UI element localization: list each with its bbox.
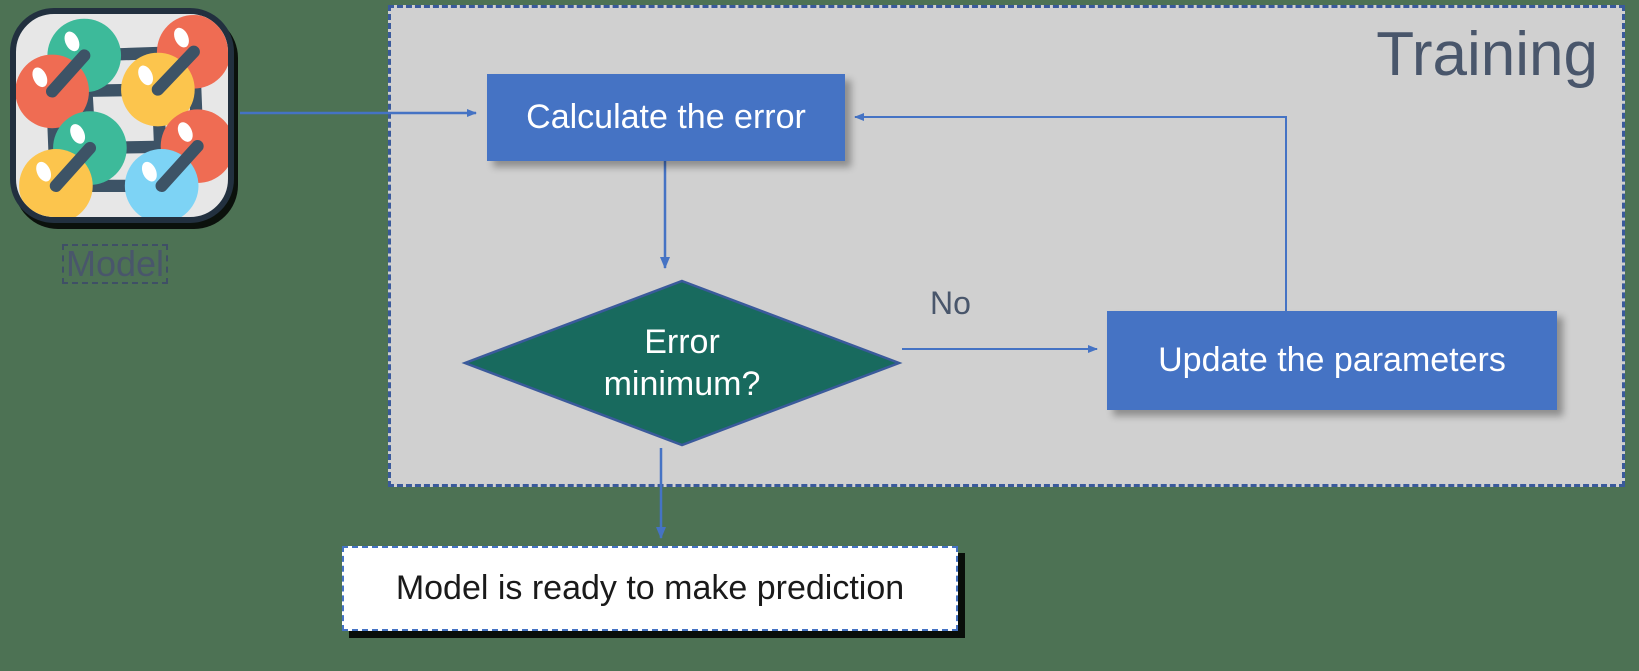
node-result-label: Model is ready to make prediction <box>395 569 905 607</box>
node-update-label: Update the parameters <box>1158 340 1506 379</box>
node-error-minimum-decision[interactable]: Error minimum? <box>461 278 903 448</box>
model-label: Model <box>62 244 169 284</box>
diamond-shape <box>461 279 903 447</box>
node-calculate-the-error[interactable]: Calculate the error <box>487 74 845 161</box>
training-region-title: Training <box>1376 20 1598 89</box>
node-calculate-label: Calculate the error <box>526 97 806 136</box>
node-model-ready[interactable]: Model is ready to make prediction <box>342 546 958 631</box>
edge-label-no: No <box>930 285 971 321</box>
node-update-the-parameters[interactable]: Update the parameters <box>1107 311 1557 410</box>
model-group[interactable]: Model <box>6 6 238 291</box>
neural-network-cube-icon <box>10 8 234 223</box>
